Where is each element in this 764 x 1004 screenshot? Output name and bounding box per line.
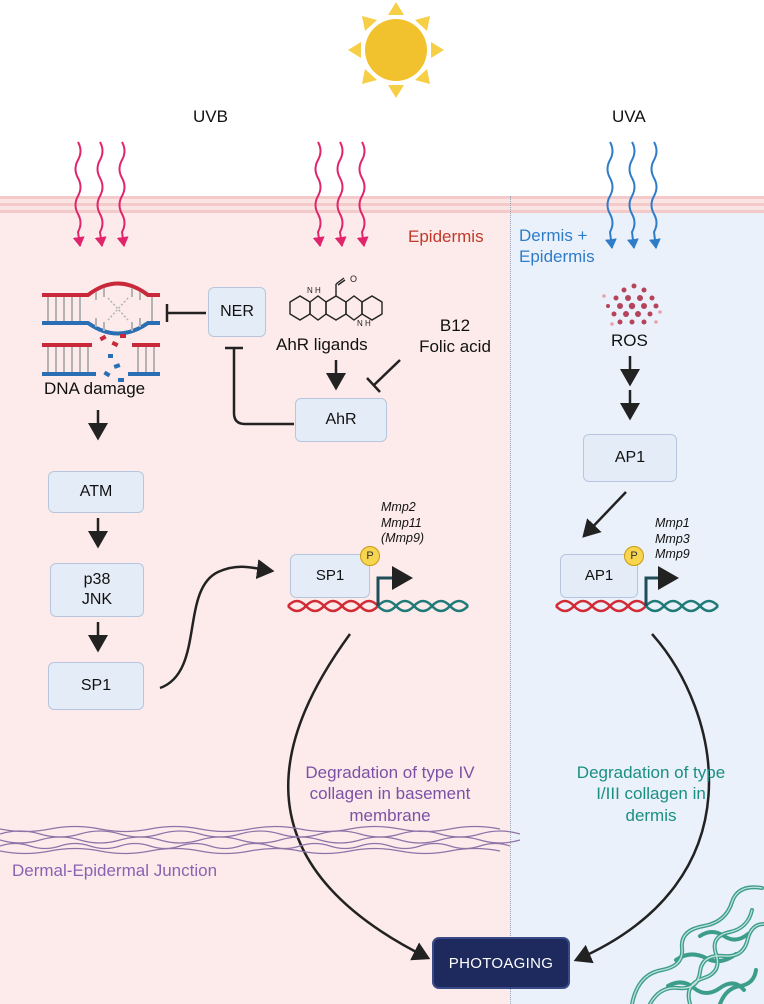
structure-o-label: O	[350, 274, 357, 284]
ahr-inhibits-ner-line	[225, 346, 294, 426]
ros-label: ROS	[611, 331, 648, 350]
ner-inhibits-dna-line	[165, 304, 206, 322]
collagen-fiber-icon	[0, 825, 521, 855]
ros-particles-icon	[602, 283, 662, 326]
transcription-start-arrow-uva	[644, 566, 679, 606]
ahr-box: AhR	[295, 398, 387, 442]
ap1-box: AP1	[583, 434, 677, 482]
sp1-box: SP1	[48, 662, 144, 710]
dna-helix-icon	[287, 599, 469, 613]
mmp-uva-genes: Mmp1 Mmp3 Mmp9	[655, 516, 690, 562]
dermis-epidermis-label: Dermis + Epidermis	[519, 226, 595, 267]
collagen-network-icon	[630, 885, 764, 1004]
degradation-type-i-iii-label: Degradation of type I/III collagen in de…	[576, 763, 726, 825]
uvb-rays-left	[72, 141, 129, 247]
sp1-to-promoter-arrow	[159, 559, 275, 690]
dermal-epidermal-junction-label: Dermal-Epidermal Junction	[12, 861, 218, 880]
sun-icon	[348, 2, 444, 98]
ner-box: NER	[208, 287, 266, 337]
dna-damage-icon	[42, 281, 160, 382]
uvb-rays-middle	[312, 141, 369, 247]
epidermis-label: Epidermis	[408, 227, 484, 246]
structure-nh-label-1: N H	[307, 286, 321, 295]
ahr-ligand-structure-icon	[289, 277, 383, 321]
p38-jnk-box: p38 JNK	[50, 563, 144, 617]
dna-helix-icon-uva	[555, 599, 719, 613]
ahr-ligands-label: AhR ligands	[276, 335, 368, 354]
phospho-p-uvb: P	[360, 546, 380, 566]
b12-folic-acid-label: B12 Folic acid	[419, 316, 491, 357]
uva-label: UVA	[612, 107, 646, 126]
mmp-uvb-genes: Mmp2 Mmp11 (Mmp9)	[381, 500, 425, 546]
uva-rays	[604, 141, 661, 249]
sp1-promoter-box: SP1	[290, 554, 370, 598]
photoaging-box: PHOTOAGING	[432, 937, 570, 989]
ap1-to-promoter-arrow	[582, 491, 627, 538]
b12-inhibits-ahr-line	[366, 359, 401, 393]
skin-surface-band	[0, 196, 764, 216]
transcription-start-arrow-uvb	[376, 566, 413, 606]
dna-damage-label: DNA damage	[44, 379, 146, 398]
phospho-p-uva: P	[624, 546, 644, 566]
uvb-label: UVB	[193, 107, 228, 126]
uvb-to-photoaging-arrow	[287, 633, 431, 961]
uva-to-photoaging-arrow	[573, 633, 711, 964]
structure-nh-label-2: N H	[357, 319, 371, 328]
region-divider	[510, 196, 511, 1004]
dermis-region	[510, 210, 764, 1004]
collagen-network-inner	[631, 886, 764, 1004]
atm-box: ATM	[48, 471, 144, 513]
degradation-type-iv-label: Degradation of type IV collagen in basem…	[305, 763, 475, 825]
